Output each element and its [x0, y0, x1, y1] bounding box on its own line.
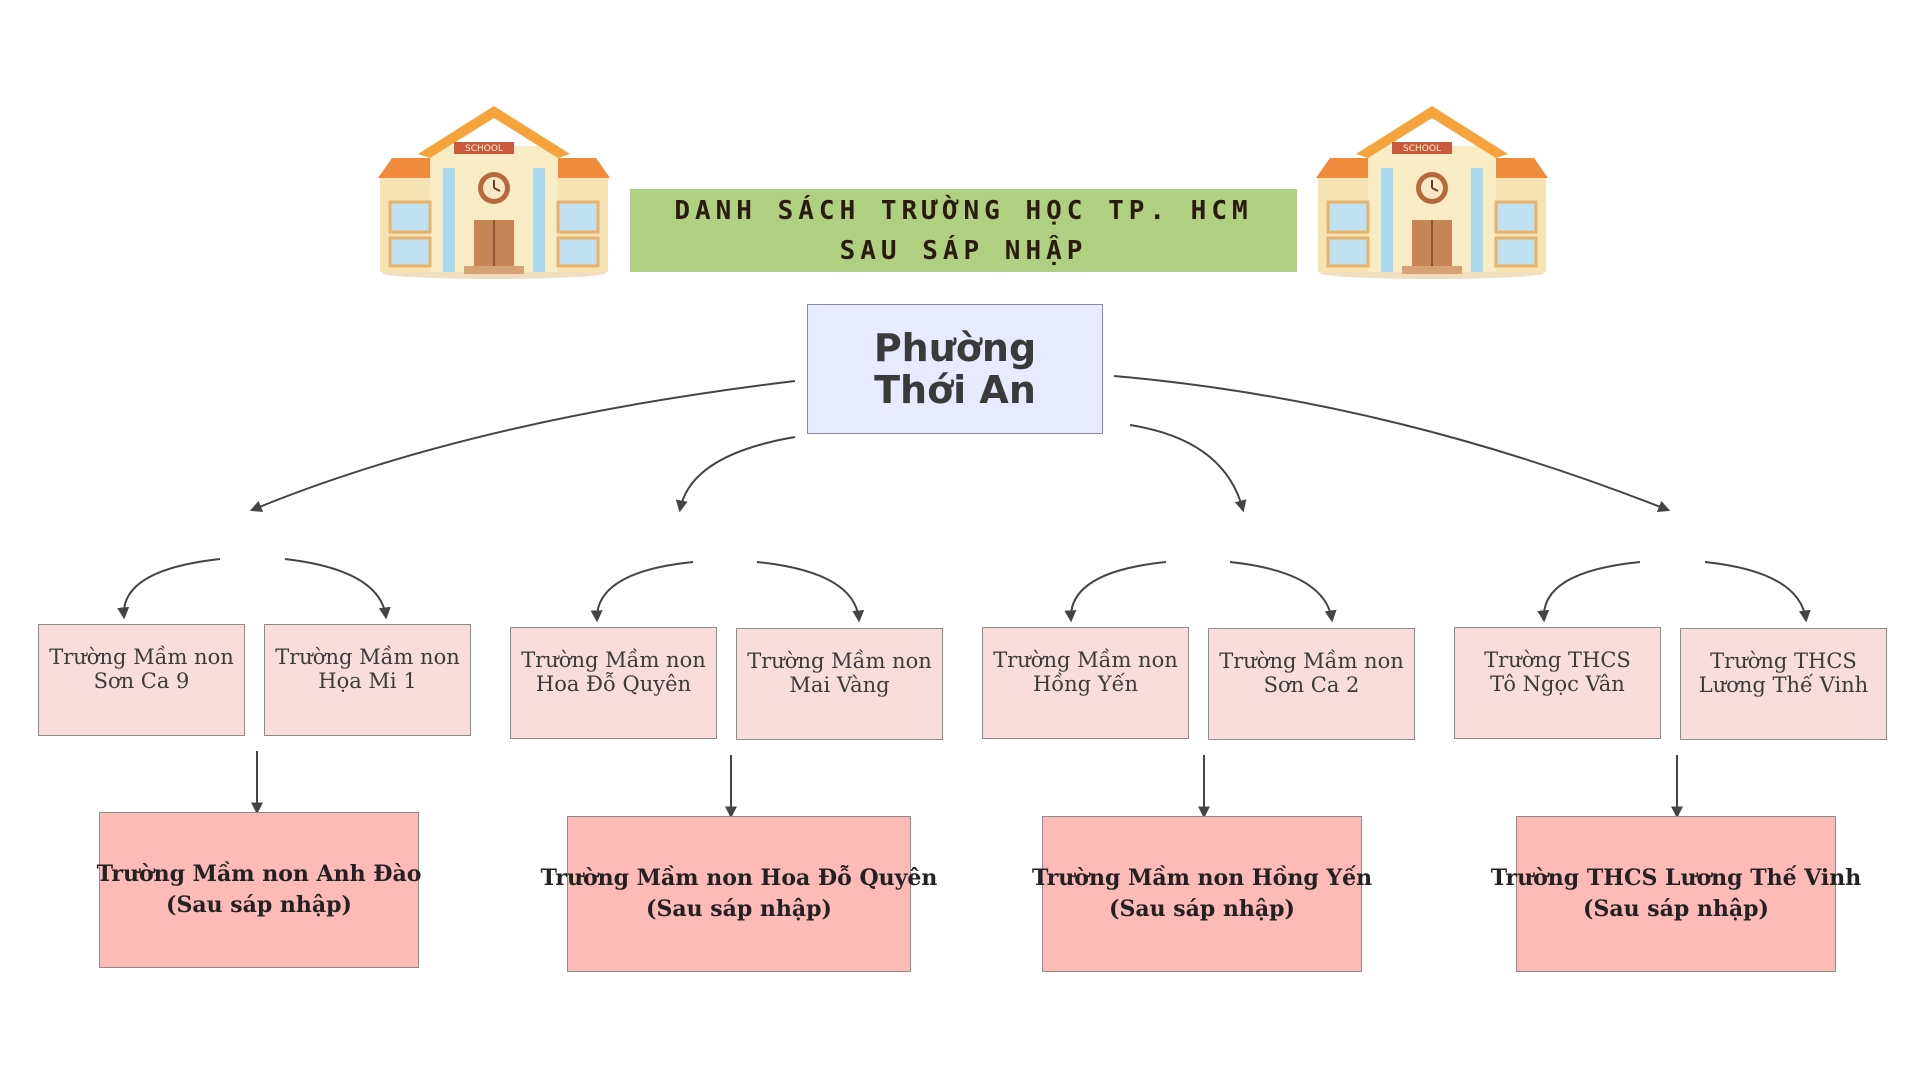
school-sign-text: SCHOOL [1403, 144, 1441, 154]
merged-school-node-hoadoquyen: Trường Mầm non Hoa Đỗ Quyên (Sau sáp nhậ… [541, 816, 937, 972]
root-to-group-2-arrow [675, 436, 796, 513]
ward-root-node: Phường Thới An [807, 304, 1103, 434]
school-node-line-1: Trường Mầm non [1219, 649, 1404, 673]
school-node-hongyen: Trường Mầm non Hồng Yến [982, 627, 1189, 739]
group-3-right-arrow [1229, 561, 1337, 623]
merged-node-line-1: Trường Mầm non Anh Đào [96, 861, 422, 887]
title-line-1: DANH SÁCH TRƯỜNG HỌC TP. HCM [674, 195, 1253, 226]
group-1-right-arrow [284, 558, 391, 620]
school-node-line-2: Họa Mi 1 [318, 669, 417, 693]
school-node-line-1: Trường Mầm non [275, 645, 460, 669]
merged-node-line-2: (Sau sáp nhập) [1583, 896, 1769, 922]
school-building-icon: SCHOOL [378, 106, 610, 279]
title-line-2: SAU SÁP NHẬP [839, 235, 1088, 266]
school-sign-text: SCHOOL [465, 144, 503, 154]
merged-school-node-anhdao: Trường Mầm non Anh Đào (Sau sáp nhập) [96, 812, 422, 968]
school-node-line-2: Sơn Ca 2 [1263, 673, 1360, 697]
group-4-right-arrow [1704, 561, 1811, 623]
school-node-line-2: Mai Vàng [789, 673, 890, 697]
root-to-group-1-arrow [249, 380, 796, 512]
school-node-line-1: Trường THCS [1484, 648, 1631, 672]
root-label-line-2: Thới An [874, 368, 1036, 412]
school-node-sonca9: Trường Mầm non Sơn Ca 9 [38, 624, 245, 736]
school-node-hoami1: Trường Mầm non Họa Mi 1 [264, 624, 471, 736]
school-building-icon: SCHOOL [1316, 106, 1548, 279]
merged-node-line-1: Trường Mầm non Hoa Đỗ Quyên [540, 865, 938, 891]
root-to-group-4-arrow [1113, 375, 1671, 513]
merged-school-node-luongthevinh: Trường THCS Lương Thế Vinh (Sau sáp nhập… [1491, 816, 1861, 972]
school-node-line-1: Trường Mầm non [521, 648, 706, 672]
school-node-line-1: Trường Mầm non [49, 645, 234, 669]
school-node-line-1: Trường Mầm non [993, 648, 1178, 672]
group-2-left-arrow [590, 561, 694, 623]
school-node-luongthevinh: Trường THCS Lương Thế Vinh [1680, 628, 1887, 740]
school-node-line-2: Lương Thế Vinh [1698, 673, 1869, 697]
school-node-line-2: Hoa Đỗ Quyên [535, 672, 692, 696]
school-node-line-2: Tô Ngọc Vân [1490, 672, 1625, 696]
school-node-line-1: Trường THCS [1710, 649, 1857, 673]
merged-node-line-1: Trường Mầm non Hồng Yến [1031, 865, 1373, 891]
group-4-left-arrow [1537, 561, 1641, 623]
title-banner: DANH SÁCH TRƯỜNG HỌC TP. HCM SAU SÁP NHẬ… [630, 189, 1297, 272]
school-node-sonca2: Trường Mầm non Sơn Ca 2 [1208, 628, 1415, 740]
root-label-line-1: Phường [873, 326, 1037, 370]
merged-node-line-2: (Sau sáp nhập) [166, 892, 352, 918]
school-node-line-1: Trường Mầm non [747, 649, 932, 673]
school-node-maivang: Trường Mầm non Mai Vàng [736, 628, 943, 740]
merged-node-line-2: (Sau sáp nhập) [646, 896, 832, 922]
root-to-group-3-arrow [1129, 424, 1247, 513]
school-node-line-2: Hồng Yến [1032, 672, 1139, 696]
group-1-left-arrow [117, 558, 221, 620]
school-node-hoadoquyen: Trường Mầm non Hoa Đỗ Quyên [510, 627, 717, 739]
merged-school-node-hongyen: Trường Mầm non Hồng Yến (Sau sáp nhập) [1032, 816, 1372, 972]
merged-node-line-2: (Sau sáp nhập) [1109, 896, 1295, 922]
group-2-right-arrow [756, 561, 865, 623]
school-node-line-2: Sơn Ca 9 [93, 669, 190, 693]
group-3-left-arrow [1064, 561, 1167, 623]
merged-node-line-1: Trường THCS Lương Thế Vinh [1490, 865, 1862, 891]
school-node-tongocvan: Trường THCS Tô Ngọc Vân [1454, 627, 1661, 739]
